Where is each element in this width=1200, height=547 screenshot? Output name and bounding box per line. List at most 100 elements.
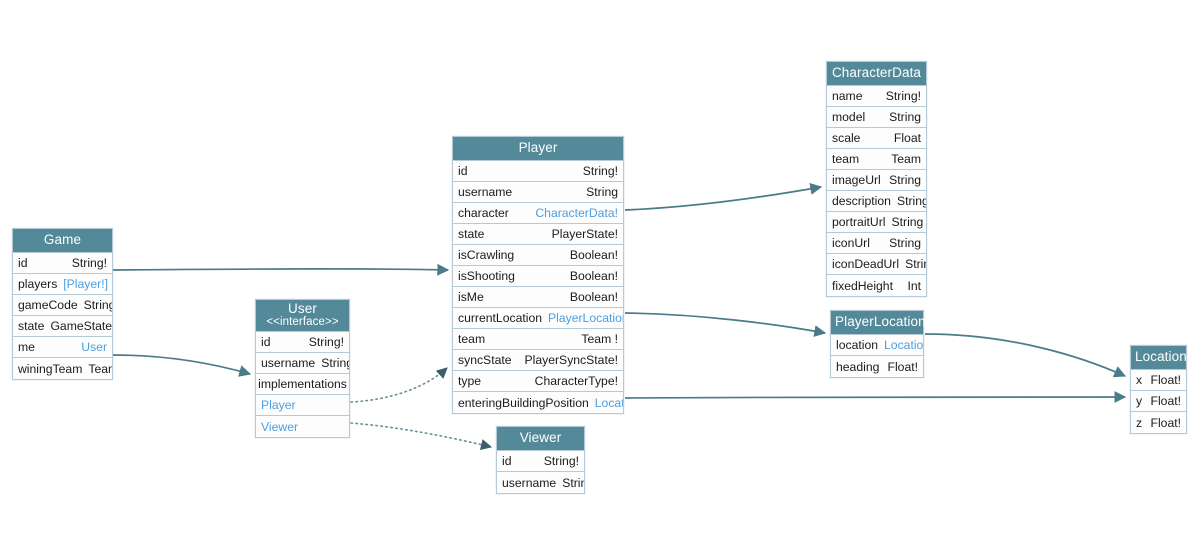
field-type: String [562,475,584,490]
entity-viewer-title: Viewer [497,427,584,451]
field-name: team [832,152,860,166]
field-name: y [1136,394,1143,408]
field-player-character: character CharacterData! [453,203,623,224]
entity-viewer[interactable]: Viewer id String! username String [496,426,585,494]
field-name: syncState [458,353,512,367]
field-characterdata-scale: scale Float [827,128,926,149]
field-location-x: x Float! [1131,370,1186,391]
entity-game-title: Game [13,229,112,253]
field-name: gameCode [18,298,78,312]
entity-characterdata[interactable]: CharacterData name String! model String … [826,61,927,297]
entity-playerlocation-title: PlayerLocation [831,311,926,335]
field-characterdata-imageurl: imageUrl String [827,170,926,191]
field-name: location [836,338,879,352]
field-location-y: y Float! [1131,391,1186,412]
entity-playerlocation[interactable]: PlayerLocation location Location! headin… [830,310,926,378]
user-implementation-viewer[interactable]: Viewer [256,416,349,437]
field-type: Float! [1150,394,1181,408]
field-type: Boolean! [569,248,618,262]
edge-user-implements-player [350,367,448,403]
entity-characterdata-title: CharacterData [827,62,926,86]
field-characterdata-icondeadurl: iconDeadUrl String [827,254,926,275]
field-name: username [458,185,513,199]
field-type[interactable]: [Player!] [63,277,109,291]
field-name[interactable]: Player [261,398,296,412]
field-name: team [458,332,486,346]
field-player-currentlocation: currentLocation PlayerLocation! [453,308,623,329]
field-type: String [905,257,926,271]
field-type: Float! [1150,373,1181,387]
field-name: scale [832,131,861,145]
field-type: Float! [887,359,918,374]
field-characterdata-fixedheight: fixedHeight Int [827,275,926,296]
field-name: character [458,206,509,220]
field-type: Boolean! [569,269,618,283]
entity-location-title: Location [1131,346,1187,370]
edge-game-me-to-user [112,354,252,377]
field-characterdata-name: name String! [827,86,926,107]
field-type[interactable]: Location [594,395,623,410]
entity-game[interactable]: Game id String! players [Player!] gameCo… [12,228,113,380]
edge-user-implements-viewer [350,422,493,451]
field-user-username: username String [256,353,349,374]
field-player-username: username String [453,182,623,203]
field-type: String! [308,335,344,349]
field-type: Float! [1150,415,1181,430]
field-name: enteringBuildingPosition [458,395,589,410]
field-game-me: me User [13,337,112,358]
field-playerlocation-heading: heading Float! [831,356,923,377]
field-type: PlayerState! [551,227,618,241]
field-type: String! [71,256,107,270]
field-name: currentLocation [458,311,543,325]
field-player-syncstate: syncState PlayerSyncState! [453,350,623,371]
field-player-id: id String! [453,161,623,182]
field-type: String! [543,454,579,468]
field-name: implementations [258,377,347,391]
user-implementation-player[interactable]: Player [256,395,349,416]
field-type: String [889,236,921,250]
edge-player-character-to-characterdata [624,183,823,211]
field-name: portraitUrl [832,215,886,229]
field-type[interactable]: CharacterData! [535,206,618,220]
field-characterdata-model: model String [827,107,926,128]
entity-player[interactable]: Player id String! username String charac… [452,136,624,414]
field-game-gamecode: gameCode String! [13,295,112,316]
field-type[interactable]: PlayerLocation! [548,311,623,325]
entity-location[interactable]: Location x Float! y Float! z Float! [1130,345,1187,434]
entity-user[interactable]: User <<interface>> id String! username S… [255,299,350,438]
field-name[interactable]: Viewer [261,419,299,434]
field-name: id [18,256,28,270]
field-game-state: state GameState! [13,316,112,337]
field-player-isshooting: isShooting Boolean! [453,266,623,287]
field-type: String [321,356,349,370]
entity-user-stereotype: <<interface>> [266,316,339,328]
field-name: iconDeadUrl [832,257,900,271]
field-name: id [458,164,468,178]
field-player-team: team Team ! [453,329,623,350]
field-game-winingteam: winingTeam Team [13,358,112,379]
field-location-z: z Float! [1131,412,1186,433]
edge-game-players-to-player [112,263,450,276]
field-name: state [458,227,485,241]
field-name: fixedHeight [832,278,893,293]
field-name: me [18,340,35,354]
field-type[interactable]: Location! [884,338,923,352]
field-name: iconUrl [832,236,870,250]
field-characterdata-description: description String [827,191,926,212]
field-type: String [889,173,921,187]
field-type: String [889,110,921,124]
field-type: String! [885,89,921,103]
field-user-id: id String! [256,332,349,353]
field-characterdata-iconurl: iconUrl String [827,233,926,254]
field-type: Float [893,131,921,145]
field-name: imageUrl [832,173,881,187]
field-type[interactable]: User [81,340,107,354]
field-name: id [502,454,512,468]
field-playerlocation-location: location Location! [831,335,923,356]
field-type: String! [582,164,618,178]
field-type: Int [907,278,921,293]
entity-user-title: User <<interface>> [256,300,349,332]
field-name: isCrawling [458,248,515,262]
field-type: Team [88,361,112,376]
